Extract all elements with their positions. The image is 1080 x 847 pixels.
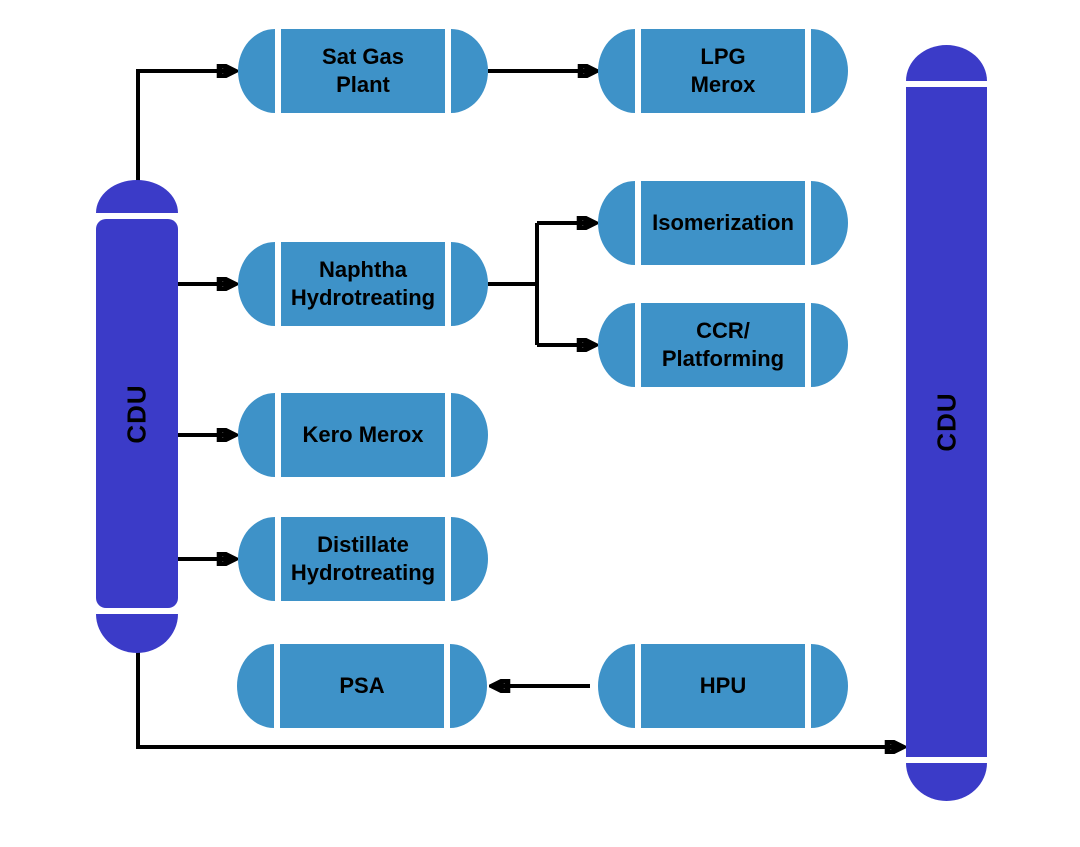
unit-label-line: Merox	[690, 72, 756, 97]
capsule-left-cap	[237, 644, 274, 728]
column-cdu-right: CDU	[906, 45, 987, 801]
capsule-right-cap	[811, 644, 848, 728]
capsule-left-cap	[598, 644, 635, 728]
column-cdu-left: CDU	[96, 180, 178, 653]
unit-distillate-hydrotreating: Distillate Hydrotreating	[238, 517, 488, 601]
capsule-left-cap	[238, 242, 275, 326]
unit-lpg-merox: LPG Merox	[598, 29, 848, 113]
capsule-right-cap	[811, 303, 848, 387]
unit-label-line: Hydrotreating	[290, 560, 436, 585]
unit-hpu: HPU	[598, 644, 848, 728]
unit-kero-merox: Kero Merox	[238, 393, 488, 477]
unit-ccr-platforming: CCR/ Platforming	[598, 303, 848, 387]
unit-label-line: Naphtha	[319, 257, 407, 282]
capsule-body: LPG Merox	[641, 29, 805, 113]
capsule-right-cap	[450, 644, 487, 728]
capsule-body: PSA	[280, 644, 444, 728]
capsule-left-cap	[238, 517, 275, 601]
capsule-body: Sat Gas Plant	[281, 29, 445, 113]
unit-sat-gas-plant: Sat Gas Plant	[238, 29, 488, 113]
unit-label-line: Kero Merox	[302, 422, 424, 447]
capsule-right-cap	[451, 242, 488, 326]
capsule-right-cap	[451, 29, 488, 113]
unit-label-line: Plant	[336, 72, 390, 97]
capsule-right-cap	[811, 181, 848, 265]
vessel-body: CDU	[96, 219, 178, 608]
unit-label-line: Platforming	[661, 346, 785, 371]
column-label: CDU	[121, 383, 152, 444]
unit-label-line: CCR/	[696, 318, 750, 343]
capsule-body: Kero Merox	[281, 393, 445, 477]
capsule-left-cap	[238, 393, 275, 477]
capsule-left-cap	[598, 303, 635, 387]
unit-isomerization: Isomerization	[598, 181, 848, 265]
vessel-body: CDU	[906, 87, 987, 757]
capsule-body: Isomerization	[641, 181, 805, 265]
capsule-left-cap	[598, 181, 635, 265]
capsule-body: HPU	[641, 644, 805, 728]
vessel-bottom-dome	[906, 763, 987, 801]
capsule-left-cap	[238, 29, 275, 113]
unit-naphtha-hydrotreating: Naphtha Hydrotreating	[238, 242, 488, 326]
capsule-body: CCR/ Platforming	[641, 303, 805, 387]
unit-label-line: LPG	[700, 44, 746, 69]
capsule-left-cap	[598, 29, 635, 113]
unit-psa: PSA	[237, 644, 487, 728]
capsule-body: Distillate Hydrotreating	[281, 517, 445, 601]
vessel-top-dome	[906, 45, 987, 81]
unit-label-line: Hydrotreating	[290, 285, 436, 310]
capsule-right-cap	[811, 29, 848, 113]
unit-label-line: Distillate	[317, 532, 409, 557]
unit-label-line: PSA	[339, 673, 385, 698]
unit-label-line: Isomerization	[652, 210, 794, 235]
connection-cdu-left-to-sat-gas-plant	[136, 71, 234, 183]
capsule-right-cap	[451, 517, 488, 601]
vessel-top-dome	[96, 180, 178, 213]
vessel-bottom-dome	[96, 614, 178, 653]
unit-label-line: HPU	[699, 673, 747, 698]
column-label: CDU	[931, 392, 961, 452]
connection-naphtha-branch-trunk	[488, 223, 539, 345]
capsule-body: Naphtha Hydrotreating	[281, 242, 445, 326]
unit-label-line: Sat Gas	[322, 44, 404, 69]
capsule-right-cap	[451, 393, 488, 477]
